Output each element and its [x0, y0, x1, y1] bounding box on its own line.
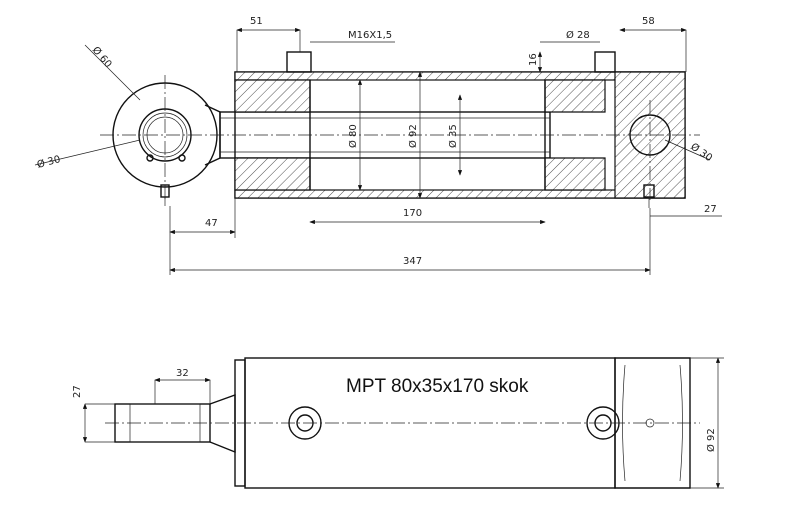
dim-58: 58	[642, 16, 655, 27]
dim-27-top: 27	[704, 204, 717, 215]
dim-27-bottom: 27	[72, 385, 83, 398]
dim-16: 16	[528, 53, 539, 66]
dia-80-label: Ø 80	[347, 124, 359, 148]
left-rod-eye	[112, 82, 221, 206]
bottom-exterior-view: 27 32 Ø 92 MPT 80x35x170 skok	[72, 357, 724, 489]
dim-47: 47	[205, 218, 218, 229]
dim-51: 51	[250, 16, 263, 27]
dia-28-label: Ø 28	[566, 29, 590, 41]
top-section-view: 51 M16X1,5 Ø 28 58 16 Ø 60 Ø 30 Ø 80 Ø 9…	[34, 16, 722, 275]
dia-92-label: Ø 92	[407, 124, 419, 148]
dia-30-left-label: Ø 30	[36, 153, 62, 171]
dim-347: 347	[403, 256, 422, 267]
dia-30-right-label: Ø 30	[688, 141, 714, 164]
dim-170: 170	[403, 208, 422, 219]
thread-label: M16X1,5	[348, 30, 392, 41]
dim-32: 32	[176, 368, 189, 379]
dia-92-bottom-label: Ø 92	[705, 428, 717, 452]
dia-60-label: Ø 60	[90, 44, 114, 70]
dimension-lines	[34, 27, 722, 275]
drawing-title: MPT 80x35x170 skok	[346, 376, 529, 397]
dia-35-label: Ø 35	[447, 124, 459, 148]
